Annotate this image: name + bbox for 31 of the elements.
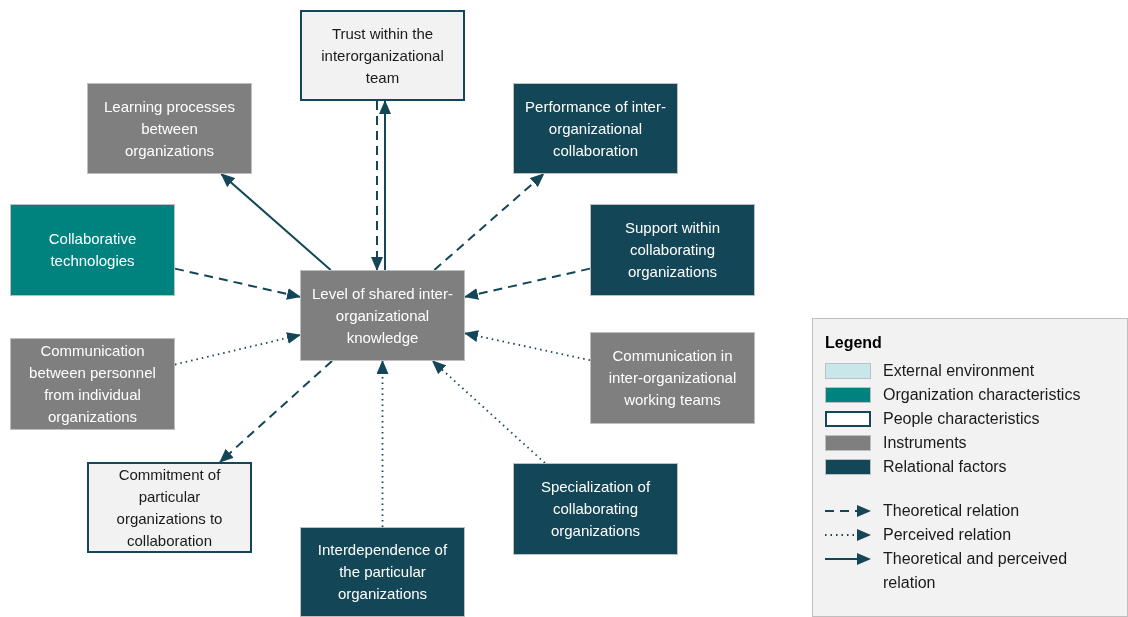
arrow	[464, 330, 591, 362]
arrow	[220, 173, 332, 271]
legend-text: Instruments	[883, 433, 967, 453]
factor-box: Interdependence of the particular organizations	[300, 527, 465, 617]
factor-box: Specialization of collaborating organizations	[513, 463, 678, 555]
arrow	[174, 332, 301, 366]
arrow	[371, 100, 383, 271]
arrow	[174, 267, 301, 300]
arrow	[433, 173, 545, 271]
arrow	[379, 100, 391, 271]
legend-text: Perceived relation	[883, 525, 1012, 545]
legend-text: External environment	[883, 361, 1035, 381]
legend-text: Relational factors	[883, 457, 1007, 477]
factor-box: Performance of inter-organizational collaboration	[513, 83, 678, 174]
factor-box: Collaborative technologies	[10, 204, 175, 296]
arrow	[376, 360, 389, 528]
factor-box: Communication between personnel from individual organizations	[10, 338, 175, 430]
legend-text: Theoretical and perceived relation	[883, 549, 1069, 593]
factor-box: Learning processes between organizations	[87, 83, 252, 174]
arrow	[219, 360, 333, 463]
arrow	[431, 360, 546, 464]
factor-box: Level of shared inter-organizational knowledge	[300, 270, 465, 361]
factor-box: Trust within the interorganizational team	[300, 10, 465, 101]
factor-box: Communication in inter-organizational working teams	[590, 332, 755, 424]
legend-text: Organization characteristics	[883, 385, 1081, 405]
factor-box: Support within collaborating organizations	[590, 204, 755, 296]
legend-title: Legend	[825, 333, 883, 353]
factor-box: Commitment of particular organizations to collaboration	[87, 462, 252, 553]
arrow	[464, 267, 591, 300]
legend-text: Theoretical relation	[883, 501, 1020, 521]
legend-text: People characteristics	[883, 409, 1040, 429]
